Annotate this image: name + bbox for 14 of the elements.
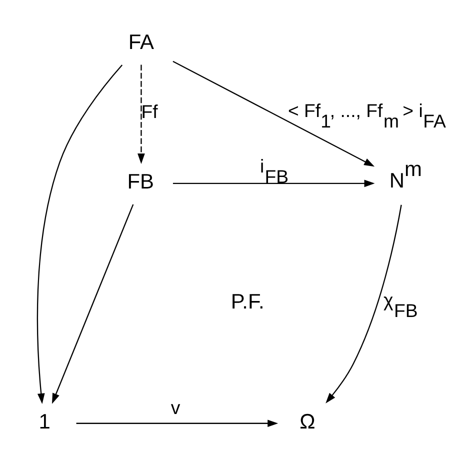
- arrow: [172, 60, 375, 166]
- node-text: FB: [127, 170, 154, 194]
- edge-label: Ff: [141, 100, 158, 122]
- arrow: [36, 64, 123, 404]
- label: P.F.: [230, 290, 264, 314]
- node-text: Ω: [300, 410, 316, 433]
- node-text: FA: [128, 30, 154, 54]
- arrow: [76, 419, 278, 427]
- arrow: [326, 204, 402, 403]
- node-text: 1: [38, 410, 50, 433]
- arrow: [138, 64, 145, 164]
- arrow: [172, 179, 375, 187]
- arrow: [52, 204, 134, 404]
- edge-label: v: [170, 396, 180, 418]
